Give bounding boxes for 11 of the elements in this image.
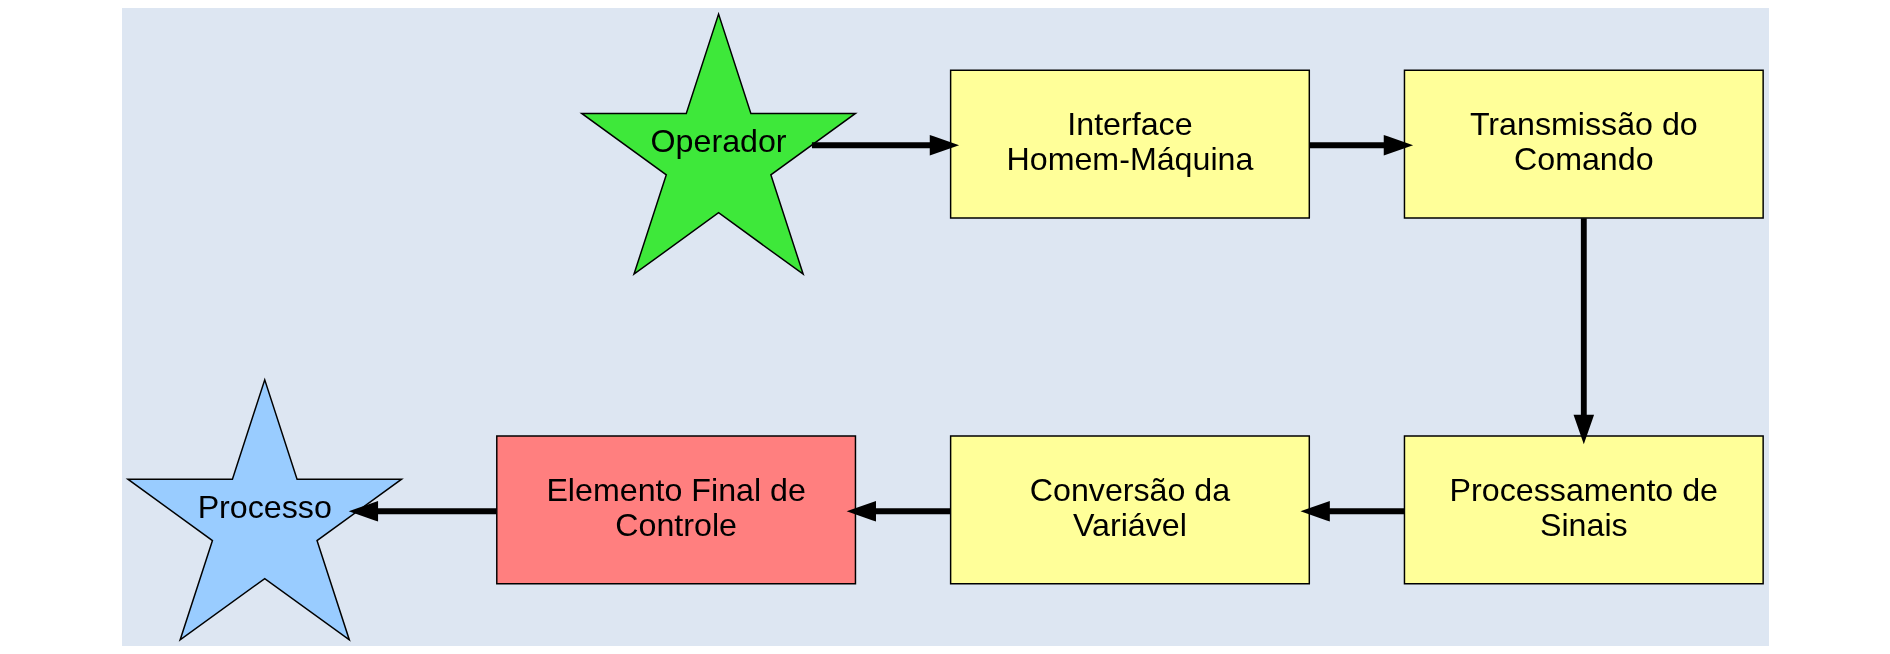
arrow: [1299, 500, 1404, 522]
arrow: [811, 134, 959, 156]
node-box: Transmissão do Comando: [1403, 69, 1764, 219]
arrow: [846, 500, 950, 522]
arrow: [1573, 218, 1594, 445]
node-box: Interface Homem-Máquina: [949, 69, 1310, 219]
node-box: Elemento Final de Controle: [495, 435, 856, 585]
arrow: [348, 500, 496, 522]
arrow: [1308, 134, 1413, 156]
node-box: Processamento de Sinais: [1403, 435, 1764, 585]
node-box: Conversão da Variável: [949, 435, 1310, 585]
